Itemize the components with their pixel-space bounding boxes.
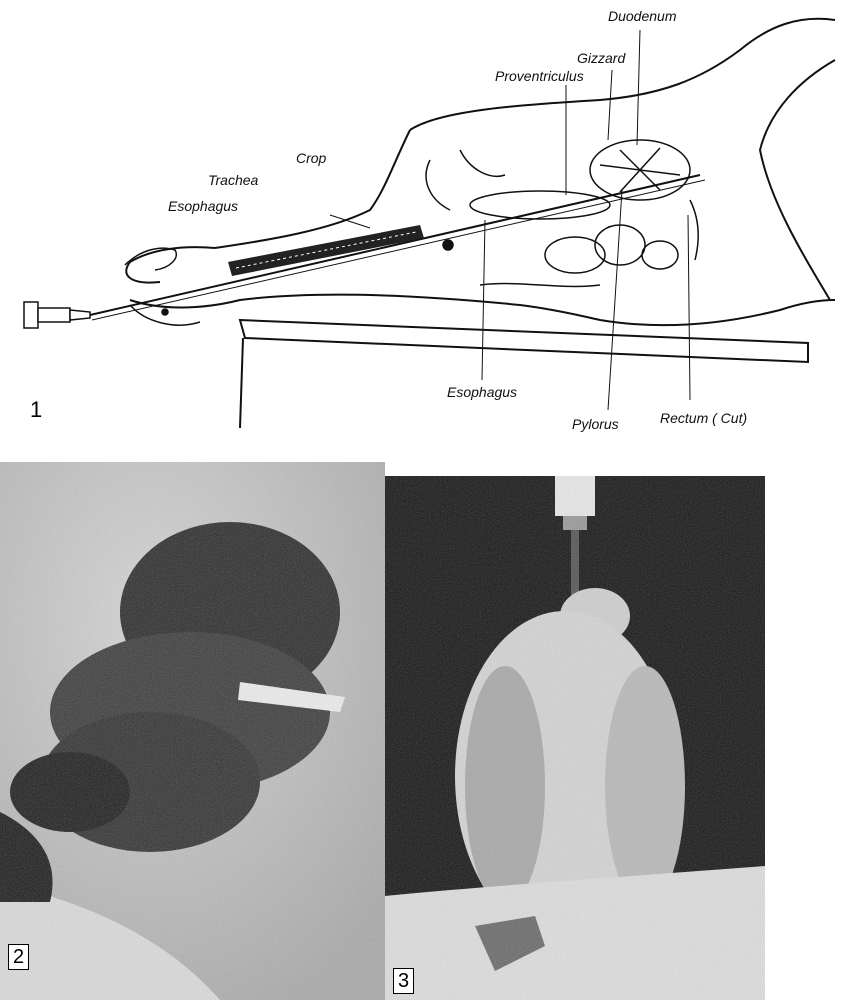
figure-number-3: 3 — [393, 968, 414, 994]
photo-3-image — [385, 476, 765, 1000]
label-crop: Crop — [296, 150, 326, 166]
photo-3: 3 — [385, 476, 765, 1000]
internal-organs — [426, 140, 698, 286]
photo-2-image — [0, 462, 385, 1000]
label-duodenum: Duodenum — [608, 8, 677, 24]
label-esophagus-bottom: Esophagus — [447, 384, 517, 400]
label-trachea: Trachea — [208, 172, 258, 188]
label-pylorus: Pylorus — [572, 416, 619, 432]
label-rectum: Rectum ( Cut) — [660, 410, 747, 426]
label-gizzard: Gizzard — [577, 50, 625, 66]
label-esophagus-top: Esophagus — [168, 198, 238, 214]
photo-2: 2 — [0, 462, 385, 1000]
figure-number-2: 2 — [8, 944, 29, 970]
anatomy-diagram — [0, 0, 842, 440]
label-proventriculus: Proventriculus — [495, 68, 584, 84]
leader-lines — [330, 30, 690, 410]
figure-number-1: 1 — [30, 397, 42, 423]
syringe — [24, 175, 705, 328]
